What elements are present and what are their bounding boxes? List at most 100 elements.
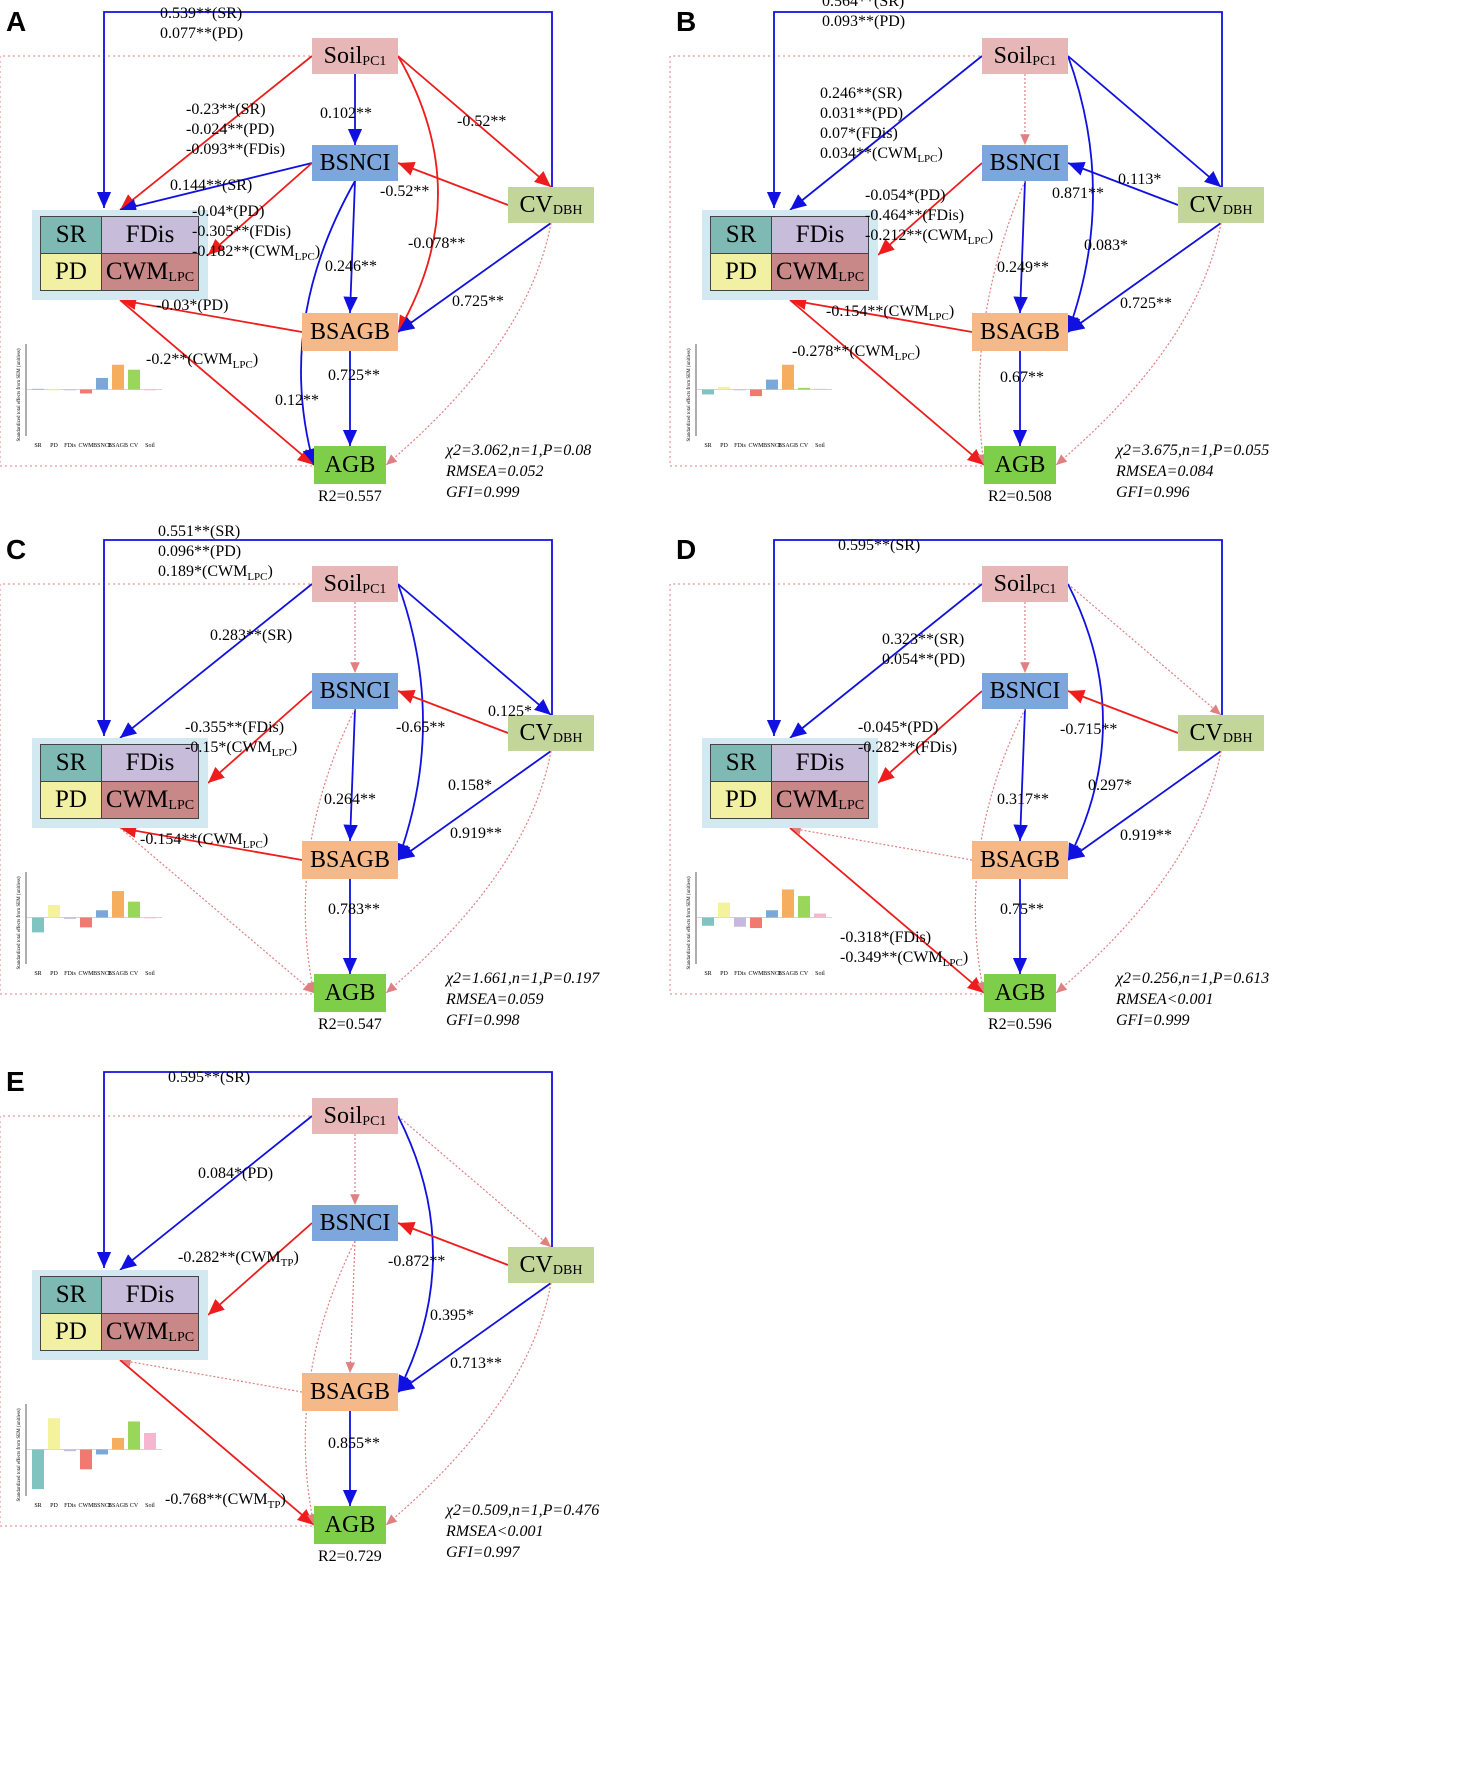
path-soil-to-bsagb — [396, 583, 424, 861]
coef-label: -0.278**(CWMLPC) — [792, 343, 921, 364]
bar-pd — [718, 386, 730, 390]
r-squared: R2=0.508 — [988, 488, 1052, 505]
bar-tick-label: CV — [130, 971, 139, 977]
bar-y-label: Standardized total effects from SEM (uni… — [17, 348, 22, 441]
path-soil-to-grid — [789, 55, 983, 211]
node-bsnci: BSNCI — [982, 673, 1068, 709]
coef-label: -0.04*(PD)-0.305**(FDis)-0.182**(CWMLPC) — [192, 203, 321, 264]
frame-line — [0, 1115, 314, 1527]
coef-label: 0.67** — [1000, 369, 1044, 386]
bar-y-label: Standardized total effects from SEM (uni… — [687, 876, 692, 969]
coef-label: 0.144**(SR) — [170, 177, 253, 194]
bar-tick-label: BSAGB — [778, 971, 798, 977]
cell-fdis: FDis — [101, 744, 199, 782]
coef-label: -0.03*(PD) — [156, 297, 229, 314]
path-cv-to-agb — [385, 222, 552, 466]
coef-label: 0.297* — [1088, 777, 1132, 794]
path-soil-to-cv — [1067, 583, 1222, 716]
cell-pd: PD — [710, 253, 772, 291]
path-bsagb-to-grid — [119, 823, 303, 861]
bar-sr — [32, 388, 44, 390]
node-bsagb: BSAGB — [972, 841, 1068, 879]
coef-label: -0.154**(CWMLPC) — [140, 831, 269, 852]
path-bsagb-to-grid — [119, 295, 303, 333]
path-grid-to-agb — [119, 299, 315, 466]
bar-soil — [814, 913, 826, 918]
bar-tick-label: BSNCI — [763, 443, 781, 449]
bar-tick-label: Soil — [815, 971, 825, 977]
bar-tick-label: CV — [130, 1503, 139, 1509]
bar-tick-label: PD — [50, 971, 58, 977]
path-cv-to-sr — [96, 539, 553, 736]
coef-label: -0.52** — [457, 113, 507, 130]
path-bsnci-to-bsagb — [343, 180, 358, 314]
bar-y-label: Standardized total effects from SEM (uni… — [17, 876, 22, 969]
bar-bsnci — [96, 1449, 108, 1455]
bar-tick-label: CV — [800, 443, 809, 449]
coef-label: 0.246** — [325, 258, 377, 275]
bar-pd — [48, 904, 60, 918]
path-cv-to-bsnci — [397, 162, 509, 206]
path-soil-to-cv — [1067, 55, 1222, 188]
bar-soil — [144, 389, 156, 391]
path-cv-to-bsagb — [397, 750, 552, 861]
cell-sr: SR — [40, 744, 102, 782]
path-soil-to-bsagb — [1066, 55, 1094, 333]
cell-sr: SR — [710, 216, 772, 254]
node-bsnci: BSNCI — [312, 145, 398, 181]
path-cv-to-bsagb — [397, 1282, 552, 1393]
bar-tick-label: CWM — [749, 971, 765, 977]
bar-cv — [128, 1421, 140, 1450]
coef-label: -0.65** — [396, 719, 446, 736]
bar-y-label: Standardized total effects from SEM (uni… — [687, 348, 692, 441]
path-cv-to-bsnci — [1067, 690, 1179, 734]
path-bsnci-to-grid — [119, 162, 313, 214]
bar-fdis — [734, 389, 746, 391]
path-cv-to-agb — [1055, 222, 1222, 466]
coef-label: -0.355**(FDis)-0.15*(CWMLPC) — [185, 719, 298, 760]
bar-sr — [32, 1449, 44, 1490]
path-cv-to-agb — [385, 750, 552, 994]
coef-label: -0.23**(SR)-0.024**(PD)-0.093**(FDis) — [186, 101, 286, 158]
path-grid-to-agb — [119, 1359, 315, 1526]
bar-cwm — [80, 917, 92, 928]
coef-label: 0.264** — [324, 791, 376, 808]
cell-fdis: FDis — [771, 744, 869, 782]
coef-label: 0.595**(SR) — [168, 1069, 251, 1086]
cell-fdis: FDis — [101, 1276, 199, 1314]
bar-tick-label: BSNCI — [93, 971, 111, 977]
path-bsnci-to-grid — [207, 162, 313, 256]
path-cv-to-sr — [766, 11, 1223, 208]
coef-label: 0.783** — [328, 901, 380, 918]
path-cv-to-bsagb — [1067, 222, 1222, 333]
bar-tick-label: BSNCI — [93, 443, 111, 449]
bar-bsagb — [112, 891, 124, 918]
coef-label: 0.713** — [450, 1355, 502, 1372]
cell-pd: PD — [40, 781, 102, 819]
coef-label: 0.158* — [448, 777, 492, 794]
path-arrows — [0, 1071, 553, 1527]
path-soil-to-grid — [119, 55, 313, 211]
bar-bsnci — [96, 910, 108, 918]
bar-tick-label: SR — [704, 971, 711, 977]
bar-tick-label: CWM — [79, 443, 95, 449]
coef-label: -0.318*(FDis)-0.349**(CWMLPC) — [840, 929, 969, 970]
bar-bsnci — [96, 377, 108, 390]
node-agb: AGB — [314, 446, 386, 484]
bar-bsnci — [766, 379, 778, 390]
path-bsagb-to-grid — [119, 1357, 303, 1393]
bar-tick-label: SR — [704, 443, 711, 449]
bar-fdis — [64, 917, 76, 919]
